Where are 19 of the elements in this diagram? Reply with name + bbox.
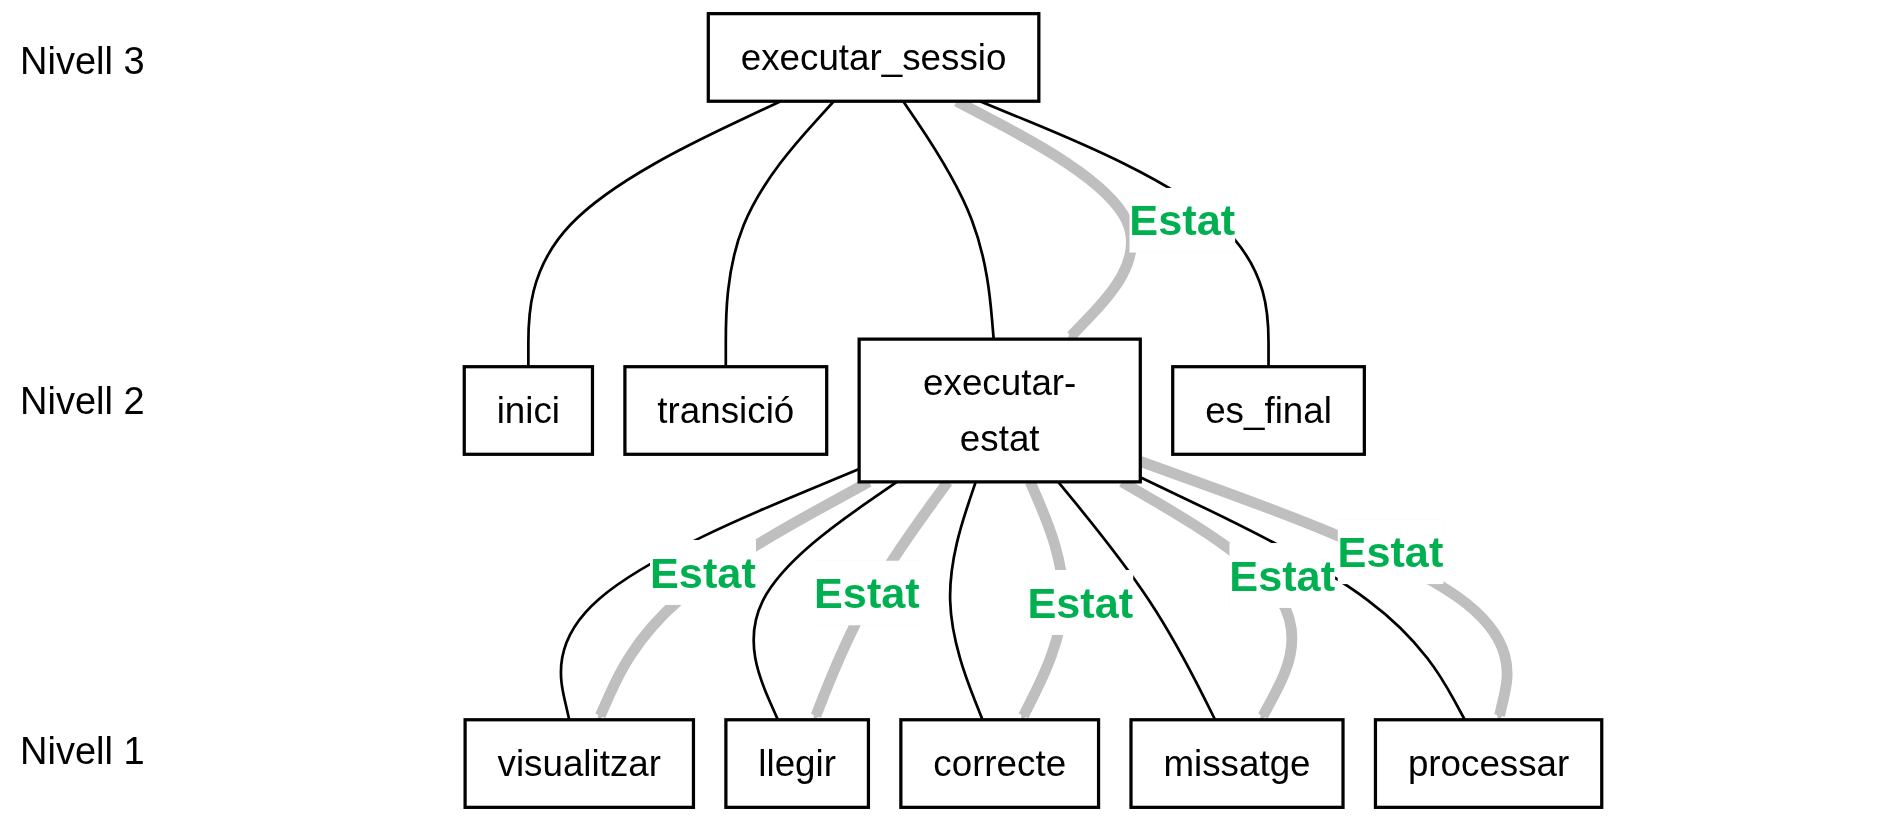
node-box: executar-estat: [857, 337, 1142, 484]
node-box: visualitzar: [463, 718, 696, 809]
edge-label: Estat: [1027, 578, 1134, 627]
node-box: es_final: [1171, 365, 1366, 456]
edge-label: Estat: [1229, 551, 1336, 600]
edge-label: Estat: [1337, 528, 1444, 576]
node-box: correcte: [899, 718, 1101, 809]
level-label: Nivell 2: [20, 380, 145, 423]
node-box: executar_sessio: [706, 12, 1041, 103]
edge-label: Estat: [1129, 196, 1236, 244]
edge-label: Estat: [813, 569, 920, 617]
node-box: llegir: [724, 718, 871, 809]
node-box: inici: [462, 365, 595, 456]
node-box: transició: [623, 365, 829, 456]
node-box: processar: [1373, 718, 1604, 809]
level-label: Nivell 1: [20, 730, 145, 773]
level-label: Nivell 3: [20, 40, 145, 83]
node-box: missatge: [1129, 718, 1345, 809]
edge-label: Estat: [650, 548, 756, 597]
